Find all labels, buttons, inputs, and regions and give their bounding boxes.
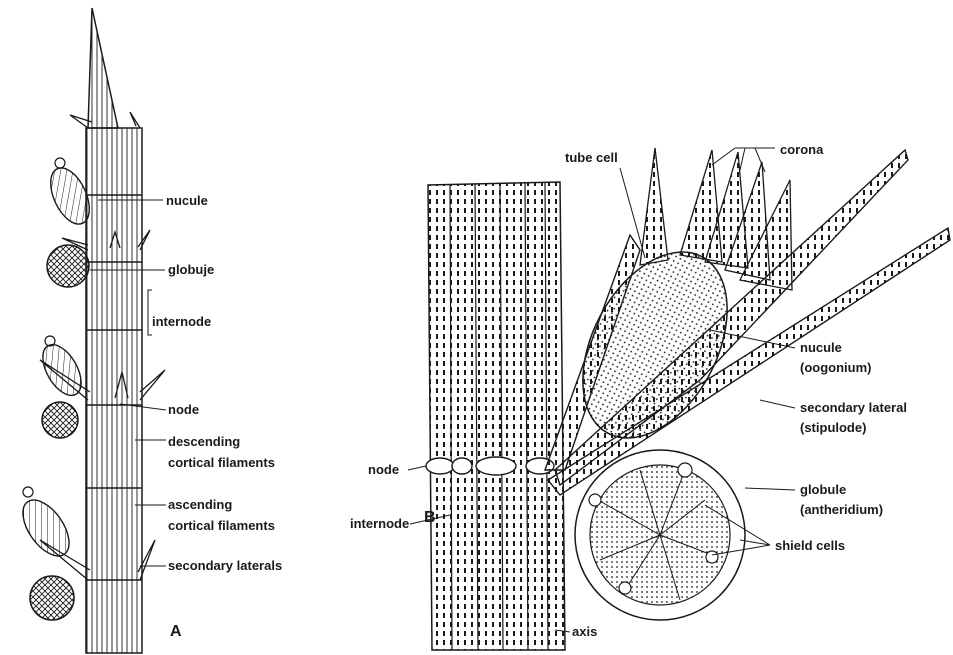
label-internode-b: internode bbox=[350, 516, 409, 531]
apex-cell bbox=[88, 8, 118, 128]
node-cells-b bbox=[426, 457, 554, 475]
label-nucule-a: nucule bbox=[166, 193, 208, 208]
nucule-a-2 bbox=[35, 336, 89, 402]
label-nucule-b-2: (oogonium) bbox=[800, 360, 871, 375]
label-descending-1: descending bbox=[168, 434, 240, 449]
label-globule-b-2: (antheridium) bbox=[800, 502, 883, 517]
globule-a-1 bbox=[47, 245, 89, 287]
label-axis: axis bbox=[572, 624, 597, 639]
globule-a-3 bbox=[30, 576, 74, 620]
label-node-b: node bbox=[368, 462, 399, 477]
nucule-a-3 bbox=[14, 487, 79, 564]
axis-b bbox=[428, 182, 565, 650]
globule-b bbox=[575, 450, 745, 620]
label-tube-cell: tube cell bbox=[565, 150, 618, 165]
panel-a-drawing bbox=[14, 8, 165, 653]
axis-column-a bbox=[86, 128, 142, 653]
panel-letter-b: B bbox=[424, 509, 436, 526]
label-secondary-lateral-2: (stipulode) bbox=[800, 420, 866, 435]
panel-letter-a: A bbox=[170, 623, 182, 640]
label-node-a: node bbox=[168, 402, 199, 417]
label-corona: corona bbox=[780, 142, 824, 157]
label-internode-a: internode bbox=[152, 314, 211, 329]
globule-a-2 bbox=[42, 402, 78, 438]
panel-b-drawing bbox=[426, 148, 950, 650]
label-descending-2: cortical filaments bbox=[168, 455, 275, 470]
label-secondary-lateral-1: secondary lateral bbox=[800, 400, 907, 415]
label-nucule-b-1: nucule bbox=[800, 340, 842, 355]
label-ascending-2: cortical filaments bbox=[168, 518, 275, 533]
label-ascending-1: ascending bbox=[168, 497, 232, 512]
label-globule-b-1: globule bbox=[800, 482, 846, 497]
label-shield-cells: shield cells bbox=[775, 538, 845, 553]
label-secondary-laterals: secondary laterals bbox=[168, 558, 282, 573]
panel-a-labels: nucule globuje internode node descending… bbox=[152, 193, 282, 640]
label-globule-a: globuje bbox=[168, 262, 214, 277]
